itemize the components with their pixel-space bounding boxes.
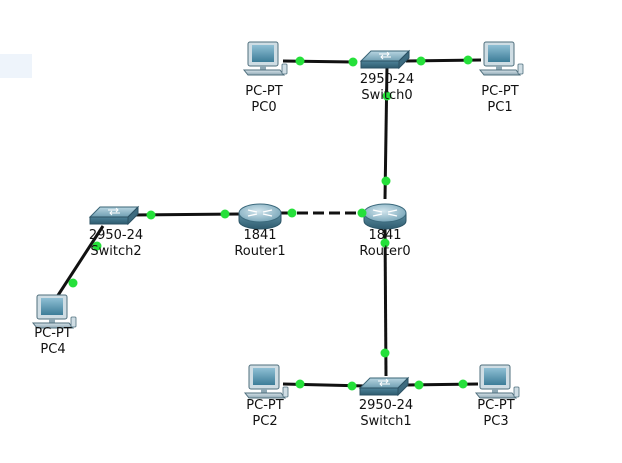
port-status-indicator xyxy=(381,176,391,186)
pc-icon[interactable] xyxy=(243,364,289,399)
port-status-indicator xyxy=(348,57,358,67)
pc-icon[interactable] xyxy=(242,41,288,76)
device-model: 1841 xyxy=(243,228,277,243)
router-icon[interactable] xyxy=(238,203,282,230)
device-model: PC-PT xyxy=(477,398,515,413)
device-model: 2950-24 xyxy=(359,72,415,87)
device-model: PC-PT xyxy=(34,326,72,341)
switch-icon[interactable] xyxy=(88,205,140,226)
port-status-indicator xyxy=(295,379,305,389)
port-status-indicator xyxy=(416,56,426,66)
device-model: PC-PT xyxy=(246,398,284,413)
device-name: Switch2 xyxy=(90,244,142,259)
port-status-indicator xyxy=(287,208,297,218)
switch-icon[interactable] xyxy=(359,49,411,70)
port-status-indicator xyxy=(414,380,424,390)
port-status-indicator xyxy=(458,379,468,389)
device-name: PC0 xyxy=(251,100,277,115)
device-name: Switch1 xyxy=(360,414,412,429)
device-name: PC2 xyxy=(252,414,278,429)
port-status-indicator xyxy=(220,209,230,219)
device-name: PC3 xyxy=(483,414,509,429)
device-name: Router1 xyxy=(234,244,286,259)
ports-layer xyxy=(68,55,473,391)
pc-icon[interactable] xyxy=(478,41,524,76)
device-name: Router0 xyxy=(359,244,411,259)
pc-icon[interactable] xyxy=(31,294,77,329)
side-panel-tab[interactable] xyxy=(0,54,32,78)
devices-layer xyxy=(31,41,524,399)
port-status-indicator xyxy=(382,91,392,101)
device-name: Switch0 xyxy=(361,88,413,103)
link-pc4-switch2[interactable] xyxy=(51,225,105,304)
port-status-indicator xyxy=(357,208,367,218)
port-status-indicator xyxy=(380,348,390,358)
switch-icon[interactable] xyxy=(358,376,410,397)
port-status-indicator xyxy=(68,278,78,288)
device-model: 2950-24 xyxy=(358,398,414,413)
router-icon[interactable] xyxy=(363,203,407,230)
link-pc0-switch0[interactable] xyxy=(282,59,354,64)
port-status-indicator xyxy=(295,56,305,66)
device-model: 1841 xyxy=(368,228,402,243)
port-status-indicator xyxy=(146,210,156,220)
port-status-indicator xyxy=(92,241,102,251)
port-status-indicator xyxy=(463,55,473,65)
port-status-indicator xyxy=(347,381,357,391)
device-name: PC1 xyxy=(487,100,513,115)
port-status-indicator xyxy=(380,238,390,248)
device-model: PC-PT xyxy=(481,84,519,99)
device-name: PC4 xyxy=(40,342,66,357)
device-model: 2950-24 xyxy=(88,228,144,243)
device-model: PC-PT xyxy=(245,84,283,99)
pc-icon[interactable] xyxy=(474,364,520,399)
